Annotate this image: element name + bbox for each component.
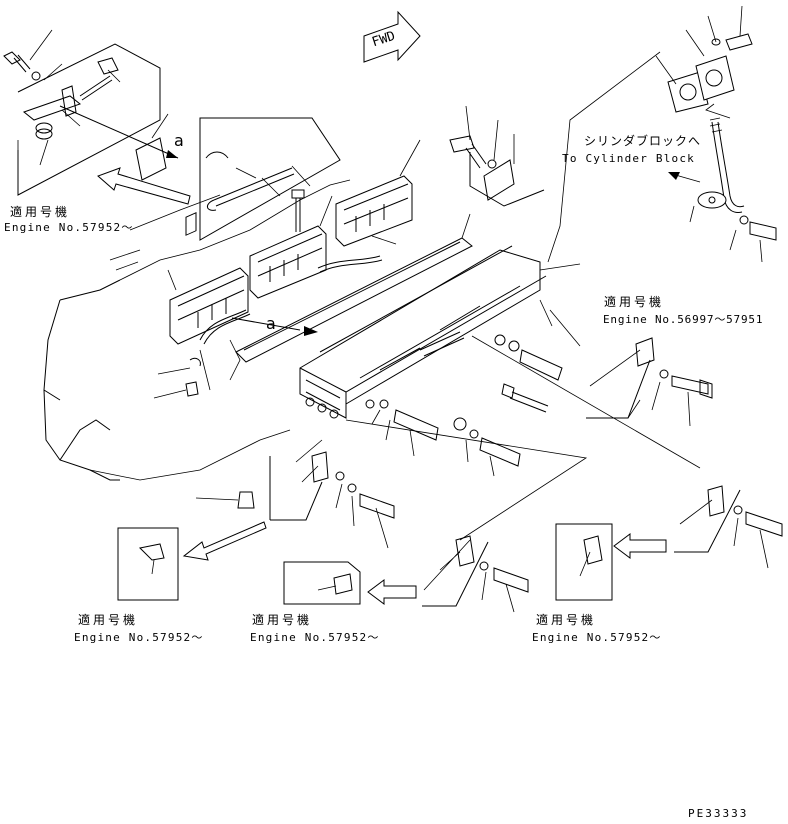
callout-a-top: a: [174, 131, 184, 150]
lower-right-hardware: [613, 485, 783, 569]
to-cylinder-block-en: To Cylinder Block: [562, 152, 695, 165]
applicability-bottom-left-en: Engine No.57952～: [74, 631, 204, 644]
engine-block-outline: [43, 179, 351, 481]
applicability-bottom-center-jp: 適用号機: [252, 613, 313, 627]
drawing-code: PE33333: [688, 807, 749, 820]
pipe-detail-frame: [199, 117, 341, 241]
applicability-bottom-right-en: Engine No.57952～: [532, 631, 662, 644]
detail-box-right: [555, 523, 613, 601]
lower-center-hardware: [367, 535, 529, 613]
applicability-right-mid-jp: 適用号機: [604, 295, 665, 309]
lower-left-hardware: [153, 357, 395, 561]
middle-right-hardware: [345, 399, 588, 541]
applicability-bottom-center-en: Engine No.57952～: [250, 631, 380, 644]
applicability-bottom-right-jp: 適用号機: [536, 613, 597, 627]
gasket: [231, 213, 473, 363]
applicability-bottom-left-jp: 適用号機: [78, 613, 139, 627]
fwd-arrow-badge: [363, 10, 421, 63]
detail-box-center: [283, 561, 361, 605]
applicability-right-mid-en: Engine No.56997～57951: [603, 313, 764, 326]
detail-box-left: [117, 527, 179, 601]
exhaust-manifold: [299, 245, 581, 419]
right-side-hardware: [449, 105, 713, 469]
valve-covers: [167, 139, 421, 345]
to-cylinder-block-jp: シリンダブロックへ: [584, 134, 702, 148]
applicability-top-left-jp: 適用号機: [10, 205, 71, 219]
water-pipe-assembly: [547, 5, 777, 263]
top-left-detail-frame: [3, 29, 191, 205]
applicability-top-left-en: Engine No.57952～: [4, 221, 134, 234]
callout-a-middle: a: [266, 314, 276, 333]
